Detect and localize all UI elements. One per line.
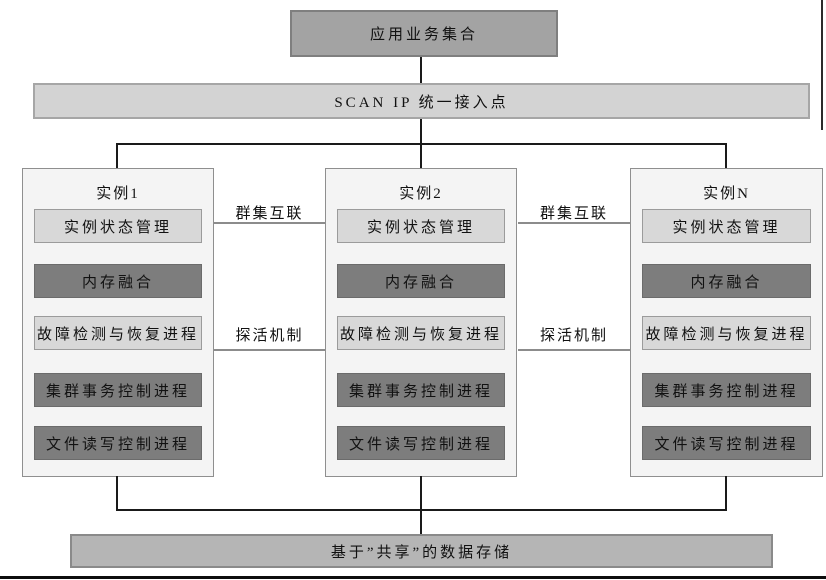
scan-ip-access-label: SCAN IP 统一接入点 <box>334 94 509 111</box>
instance-2-state-management-box: 实例状态管理 <box>337 209 505 243</box>
shared-storage-label: 基于”共享”的数据存储 <box>330 544 513 561</box>
connector-instance1-to-storage-drop <box>116 476 118 510</box>
liveness-mechanism-label-right: 探活机制 <box>539 328 608 344</box>
connector-topbox-to-scanbar <box>420 57 422 84</box>
shared-storage-bar: 基于”共享”的数据存储 <box>70 534 773 568</box>
connector-instancen-to-storage-drop <box>725 476 727 510</box>
instance-1-memory-fusion-box: 内存融合 <box>34 264 202 298</box>
instance-2-box: 实例2 实例状态管理 内存融合 故障检测与恢复进程 集群事务控制进程 文件读写控… <box>325 168 517 477</box>
instance-2-title: 实例2 <box>399 186 443 202</box>
instance-2-file-io-control-box: 文件读写控制进程 <box>337 426 505 460</box>
instance-1-cluster-transaction-box: 集群事务控制进程 <box>34 373 202 407</box>
instance-1-file-io-control-box: 文件读写控制进程 <box>34 426 202 460</box>
instance-n-fault-recovery-box: 故障检测与恢复进程 <box>642 316 811 350</box>
cluster-interconnect-label-right: 群集互联 <box>539 206 608 222</box>
connector-branch-horizontal-bottom <box>116 509 727 511</box>
instance-n-cluster-transaction-box: 集群事务控制进程 <box>642 373 811 407</box>
cluster-interconnect-line-left <box>214 222 325 224</box>
cluster-interconnect-line-right <box>518 222 630 224</box>
connector-branch-drop-right <box>725 143 727 168</box>
instance-2-cluster-transaction-box: 集群事务控制进程 <box>337 373 505 407</box>
connector-instance2-to-storage-drop <box>420 476 422 534</box>
instance-1-state-management-box: 实例状态管理 <box>34 209 202 243</box>
instance-n-state-management-box: 实例状态管理 <box>642 209 811 243</box>
liveness-mechanism-line-right <box>518 349 630 351</box>
instance-n-box: 实例N 实例状态管理 内存融合 故障检测与恢复进程 集群事务控制进程 文件读写控… <box>630 168 823 477</box>
connector-branch-drop-left <box>116 143 118 168</box>
instance-n-file-io-control-box: 文件读写控制进程 <box>642 426 811 460</box>
instance-n-title: 实例N <box>703 186 750 202</box>
connector-branch-horizontal-top <box>116 143 727 145</box>
app-business-collection-label: 应用业务集合 <box>369 27 478 43</box>
instance-n-memory-fusion-box: 内存融合 <box>642 264 811 298</box>
instance-1-title: 实例1 <box>96 186 140 202</box>
instance-1-fault-recovery-box: 故障检测与恢复进程 <box>34 316 202 350</box>
instance-1-box: 实例1 实例状态管理 内存融合 故障检测与恢复进程 集群事务控制进程 文件读写控… <box>22 168 214 477</box>
page-bottom-rule <box>0 576 826 579</box>
liveness-mechanism-label-left: 探活机制 <box>235 328 304 344</box>
page-right-edge-line <box>821 0 823 130</box>
instance-2-memory-fusion-box: 内存融合 <box>337 264 505 298</box>
cluster-interconnect-label-left: 群集互联 <box>235 206 304 222</box>
instance-2-fault-recovery-box: 故障检测与恢复进程 <box>337 316 505 350</box>
app-business-collection-box: 应用业务集合 <box>290 10 558 57</box>
liveness-mechanism-line-left <box>214 349 325 351</box>
scan-ip-access-bar: SCAN IP 统一接入点 <box>33 83 810 119</box>
